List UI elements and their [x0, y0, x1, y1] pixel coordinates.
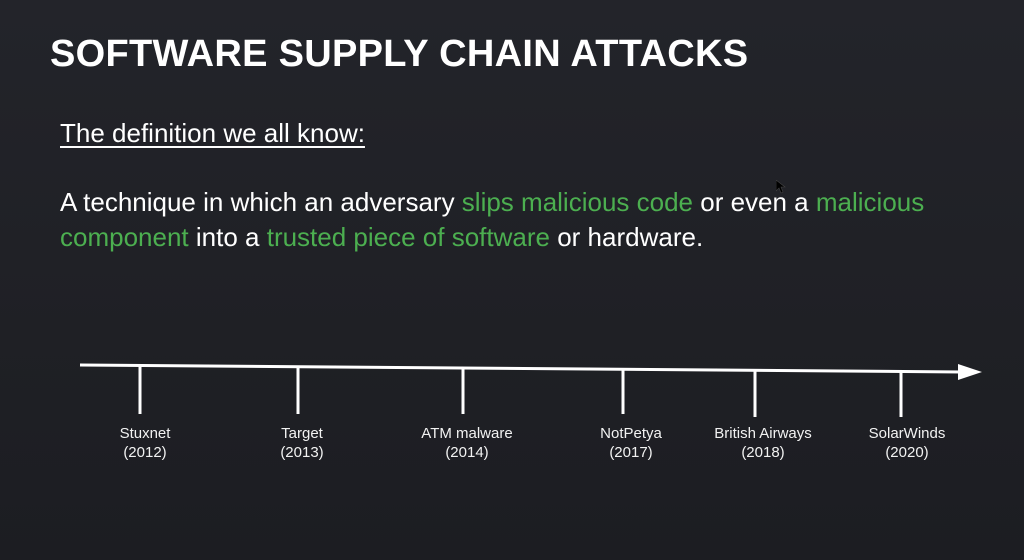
event-year: (2014)	[445, 444, 489, 461]
mouse-cursor-icon	[776, 180, 786, 194]
event-name: NotPetya	[600, 425, 662, 442]
definition-highlight-3: trusted piece of software	[266, 222, 550, 252]
definition-highlight-2: malicious component	[60, 187, 925, 252]
slide-title: SOFTWARE SUPPLY CHAIN ATTACKS	[50, 33, 749, 75]
event-name: ATM malware	[421, 425, 513, 442]
event-year: (2018)	[741, 444, 785, 461]
event-name: British Airways	[714, 425, 812, 442]
timeline-event-british-airways: British Airways (2018)	[683, 424, 843, 462]
timeline-event-solarwinds: SolarWinds (2020)	[827, 424, 987, 462]
definition-text: A technique in which an adversary slips …	[60, 185, 960, 255]
event-name: Target	[281, 425, 323, 442]
definition-heading: The definition we all know:	[60, 118, 365, 148]
event-name: Stuxnet	[119, 425, 171, 442]
timeline-event-target: Target (2013)	[222, 424, 382, 462]
event-year: (2013)	[280, 444, 324, 461]
timeline-axis	[79, 363, 963, 374]
timeline	[79, 363, 982, 417]
definition-part-1: A technique in which an adversary	[60, 187, 462, 217]
event-year: (2012)	[123, 444, 167, 461]
definition-part-3: into a	[188, 222, 267, 252]
event-year: (2020)	[885, 444, 929, 461]
timeline-event-atm-malware: ATM malware (2014)	[387, 424, 547, 462]
definition-highlight-1: slips malicious code	[461, 187, 694, 217]
event-name: SolarWinds	[868, 425, 946, 442]
timeline-arrowhead-icon	[958, 364, 982, 380]
definition-part-4: or hardware.	[549, 222, 704, 252]
timeline-event-notpetya: NotPetya (2017)	[551, 424, 711, 462]
event-year: (2017)	[609, 444, 653, 461]
definition-part-2: or even a	[693, 187, 816, 217]
timeline-event-stuxnet: Stuxnet (2012)	[65, 424, 225, 462]
